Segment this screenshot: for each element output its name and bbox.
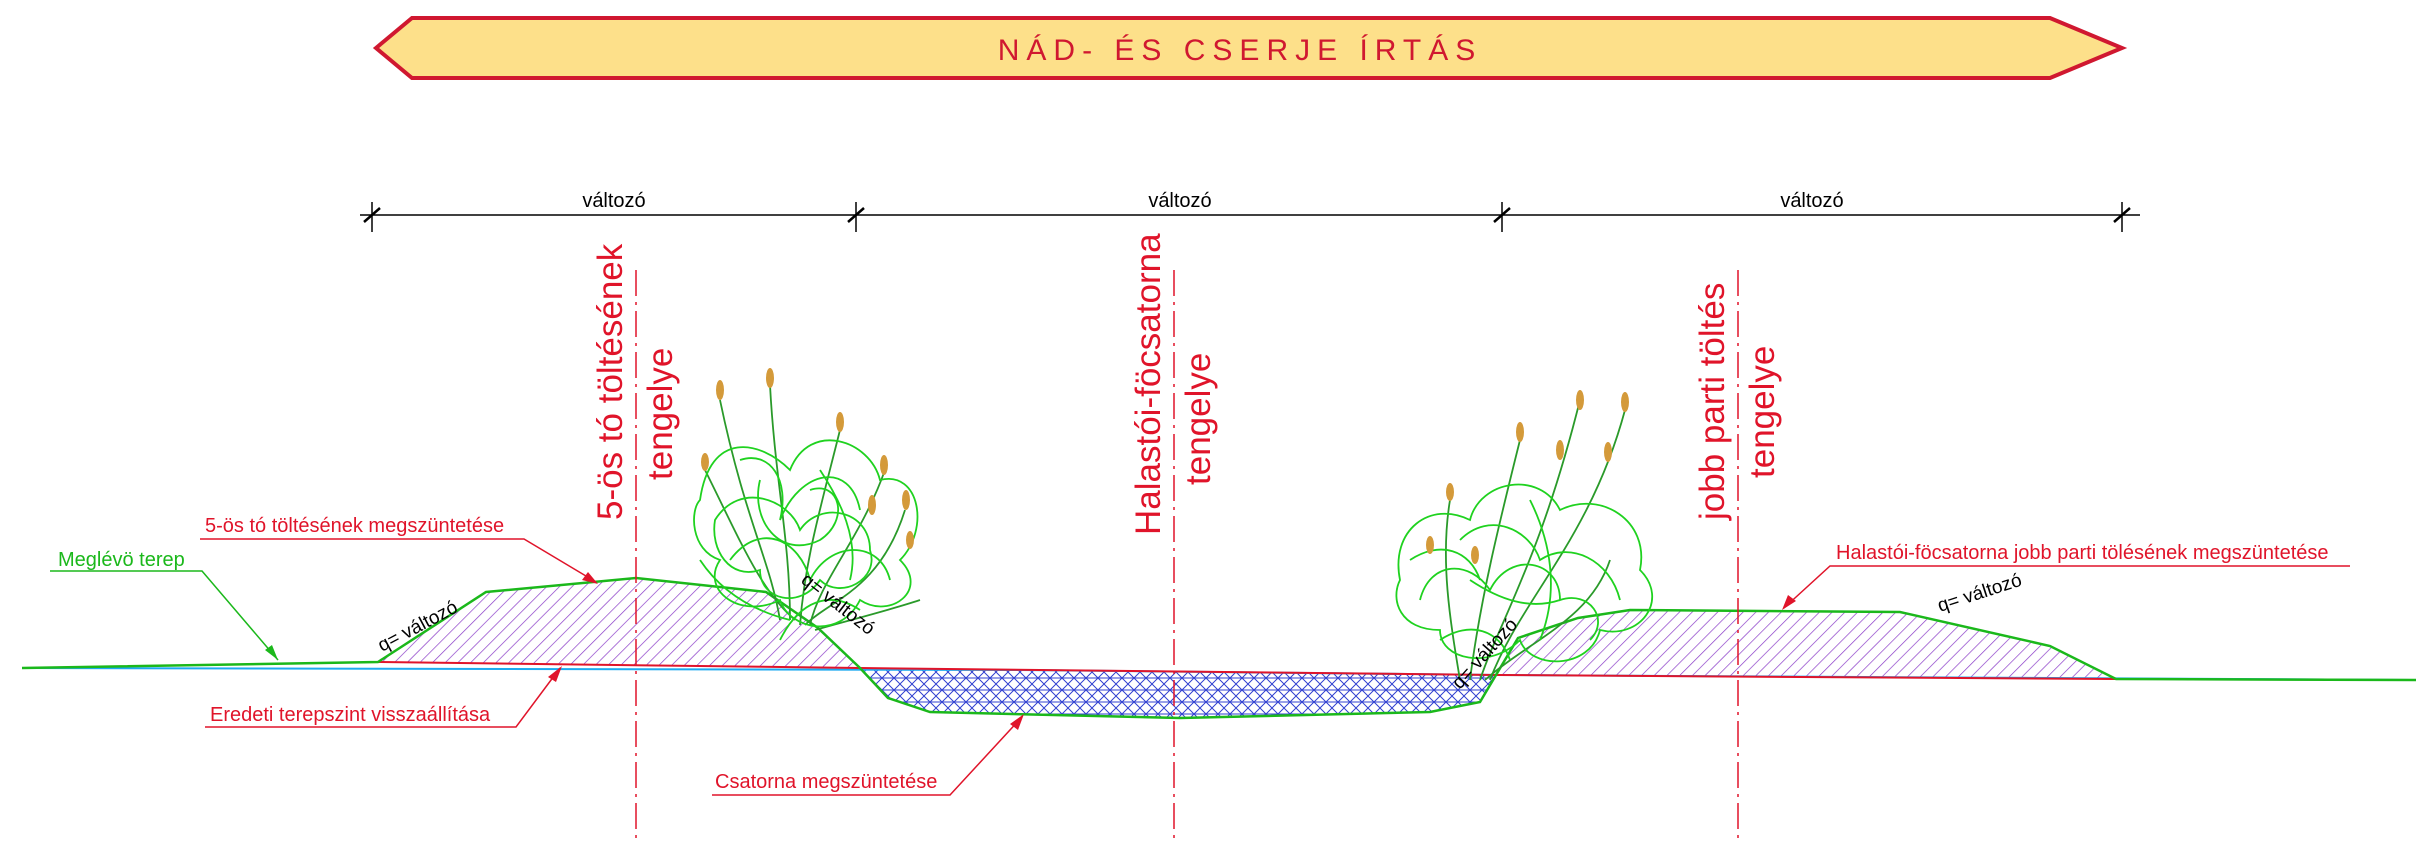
dimension-line: változó változó változó [360,190,2140,232]
right-embankment-callout: Halastói-föcsatorna jobb parti tölésének… [1782,542,2350,610]
canal-removal-callout: Csatorna megszüntetése [712,714,1024,796]
left-axis-label-1: 5-ös tó töltésének [591,243,630,520]
axis-lines [635,270,1739,843]
original-level-label: Eredeti terepszint visszaállítása [210,704,491,726]
right-axis-label-2: tengelye [1743,346,1782,478]
left-embankment-label: 5-ös tó töltésének megszüntetése [205,515,504,537]
center-axis-label-1: Halastói-föcsatorna [1129,233,1168,535]
right-reed-bush [1395,390,1653,681]
left-axis-label-2: tengelye [641,348,680,480]
existing-terrain-callout: Meglévö terep [50,549,279,661]
dimension-label-3: változó [1780,190,1843,212]
right-axis-label-1: jobb parti töltés [1693,283,1732,521]
dimension-label-2: változó [1148,190,1211,212]
dimension-label-1: változó [582,190,645,212]
center-axis-label-2: tengelye [1179,353,1218,485]
left-reed-bush [693,368,921,641]
right-embankment-label: Halastói-föcsatorna jobb parti tölésének… [1836,542,2329,564]
left-embankment-callout: 5-ös tó töltésének megszüntetése [200,515,598,584]
title-banner: NÁD- ÉS CSERJE ÍRTÁS [372,16,2128,80]
restored-level-line [377,661,2117,680]
existing-terrain-line [21,576,2416,720]
existing-terrain-label: Meglévö terep [58,549,185,571]
original-level-callout: Eredeti terepszint visszaállítása [205,666,562,728]
title-text: NÁD- ÉS CSERJE ÍRTÁS [998,34,1483,67]
canal-removal-label: Csatorna megszüntetése [715,771,937,793]
right-embankment-fill [1496,610,2116,679]
slope-label-4: q= változó [1935,570,2024,617]
canal-fill [860,668,1496,718]
left-embankment-fill [378,578,860,668]
